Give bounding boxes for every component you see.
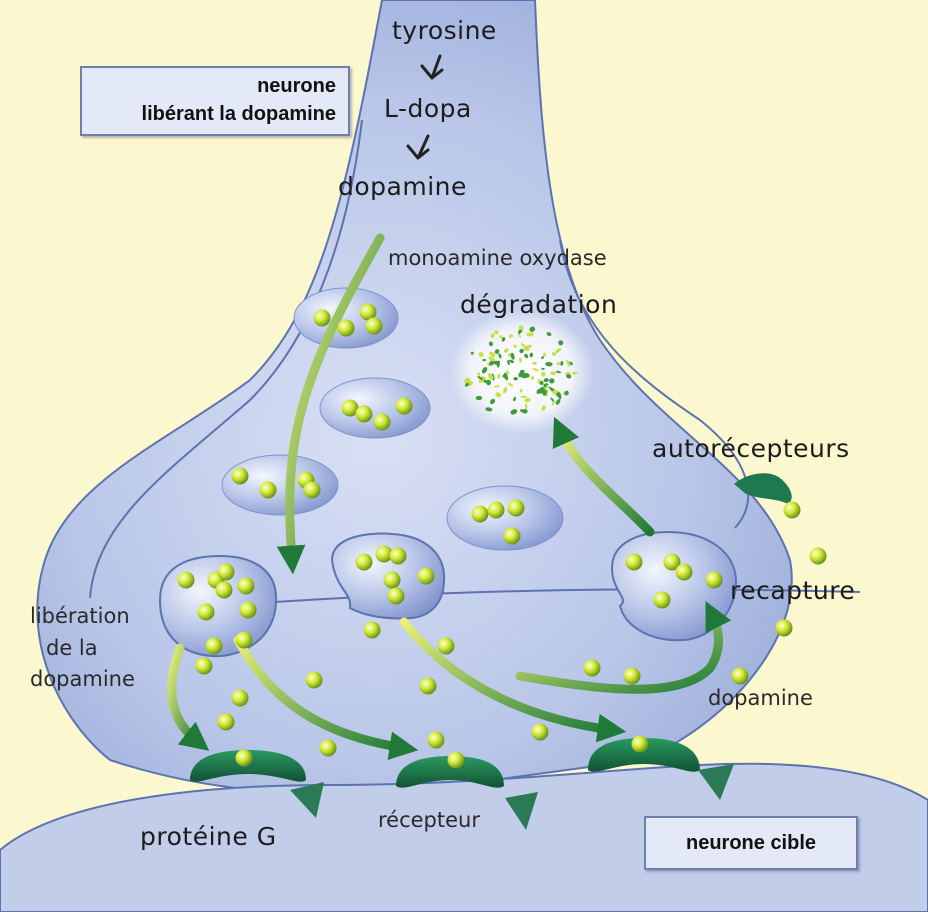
- l-dopa-label: L-dopa: [384, 94, 472, 123]
- dopamine-molecule: [374, 414, 391, 431]
- dopamine-molecule: [384, 572, 401, 589]
- dopamine-molecule: [320, 740, 337, 757]
- dopamine-molecule: [198, 604, 215, 621]
- degradation-fragment: [520, 396, 527, 398]
- dopamine-molecule: [178, 572, 195, 589]
- dopamine-molecule: [388, 588, 405, 605]
- dopamine-molecule: [304, 482, 321, 499]
- dopamine-molecule: [428, 732, 445, 749]
- autorecepteurs-label: autorécepteurs: [652, 434, 850, 463]
- dopamine-molecule: [776, 620, 793, 637]
- liberation-label-line-3: dopamine: [30, 667, 135, 691]
- recepteur-label: récepteur: [378, 808, 480, 832]
- tyrosine-label: tyrosine: [392, 16, 497, 45]
- dopamine-molecule: [232, 468, 249, 485]
- neurone-cible-label: neurone cible: [686, 832, 816, 854]
- dopamine-molecule: [314, 310, 331, 327]
- dopamine-molecule: [396, 398, 413, 415]
- proteine-g-label: protéine G: [140, 822, 277, 851]
- liberation-label-line-2: de la: [46, 636, 98, 660]
- dopamine-molecule: [488, 502, 505, 519]
- dopamine-molecule: [706, 572, 723, 589]
- dopamine-molecule: [472, 506, 489, 523]
- dopamine-molecule: [626, 554, 643, 571]
- dopamine-molecule: [216, 582, 233, 599]
- vesicle: [222, 455, 338, 515]
- neurone-cible-box: neurone cible: [644, 816, 858, 870]
- vesicle: [320, 378, 430, 438]
- neurone-liberant-line-2: libérant la dopamine: [82, 100, 336, 128]
- dopamine-molecule: [448, 752, 465, 769]
- dopamine-molecule: [632, 736, 649, 753]
- dopamine-molecule: [238, 578, 255, 595]
- dopamine-molecule: [732, 668, 749, 685]
- dopamine-molecule: [418, 568, 435, 585]
- dopamine-synapse-label: dopamine: [708, 686, 813, 710]
- dopamine-molecule: [810, 548, 827, 565]
- dopamine-molecule: [508, 500, 525, 517]
- dopamine-molecule: [784, 502, 801, 519]
- dopamine-molecule: [390, 548, 407, 565]
- dopamine-molecule: [236, 632, 253, 649]
- dopamine-molecule: [504, 528, 521, 545]
- dopamine-molecule: [438, 638, 455, 655]
- dopamine-molecule: [206, 638, 223, 655]
- dopamine-top-label: dopamine: [338, 172, 467, 201]
- dopamine-molecule: [218, 564, 235, 581]
- dopamine-molecule: [584, 660, 601, 677]
- dopamine-molecule: [356, 554, 373, 571]
- dopamine-molecule: [260, 482, 277, 499]
- recapture-label: recapture: [730, 576, 855, 605]
- dopamine-molecule: [366, 318, 383, 335]
- dopamine-molecule: [624, 668, 641, 685]
- neurone-liberant-box: neurone libérant la dopamine: [80, 66, 350, 136]
- dopamine-molecule: [420, 678, 437, 695]
- dopamine-molecule: [232, 690, 249, 707]
- dopamine-molecule: [356, 406, 373, 423]
- dopamine-molecule: [306, 672, 323, 689]
- dopamine-molecule: [236, 750, 253, 767]
- dopamine-molecule: [218, 714, 235, 731]
- degradation-label: dégradation: [460, 290, 617, 319]
- dopamine-molecule: [676, 564, 693, 581]
- monoamine-oxydase-label: monoamine oxydase: [388, 246, 607, 270]
- dopamine-molecule: [532, 724, 549, 741]
- liberation-label-line-1: libération: [30, 604, 130, 628]
- dopamine-molecule: [240, 602, 257, 619]
- dopamine-molecule: [654, 592, 671, 609]
- dopamine-molecule: [364, 622, 381, 639]
- neurone-liberant-line-1: neurone: [82, 72, 336, 100]
- dopamine-molecule: [338, 320, 355, 337]
- dopamine-molecule: [196, 658, 213, 675]
